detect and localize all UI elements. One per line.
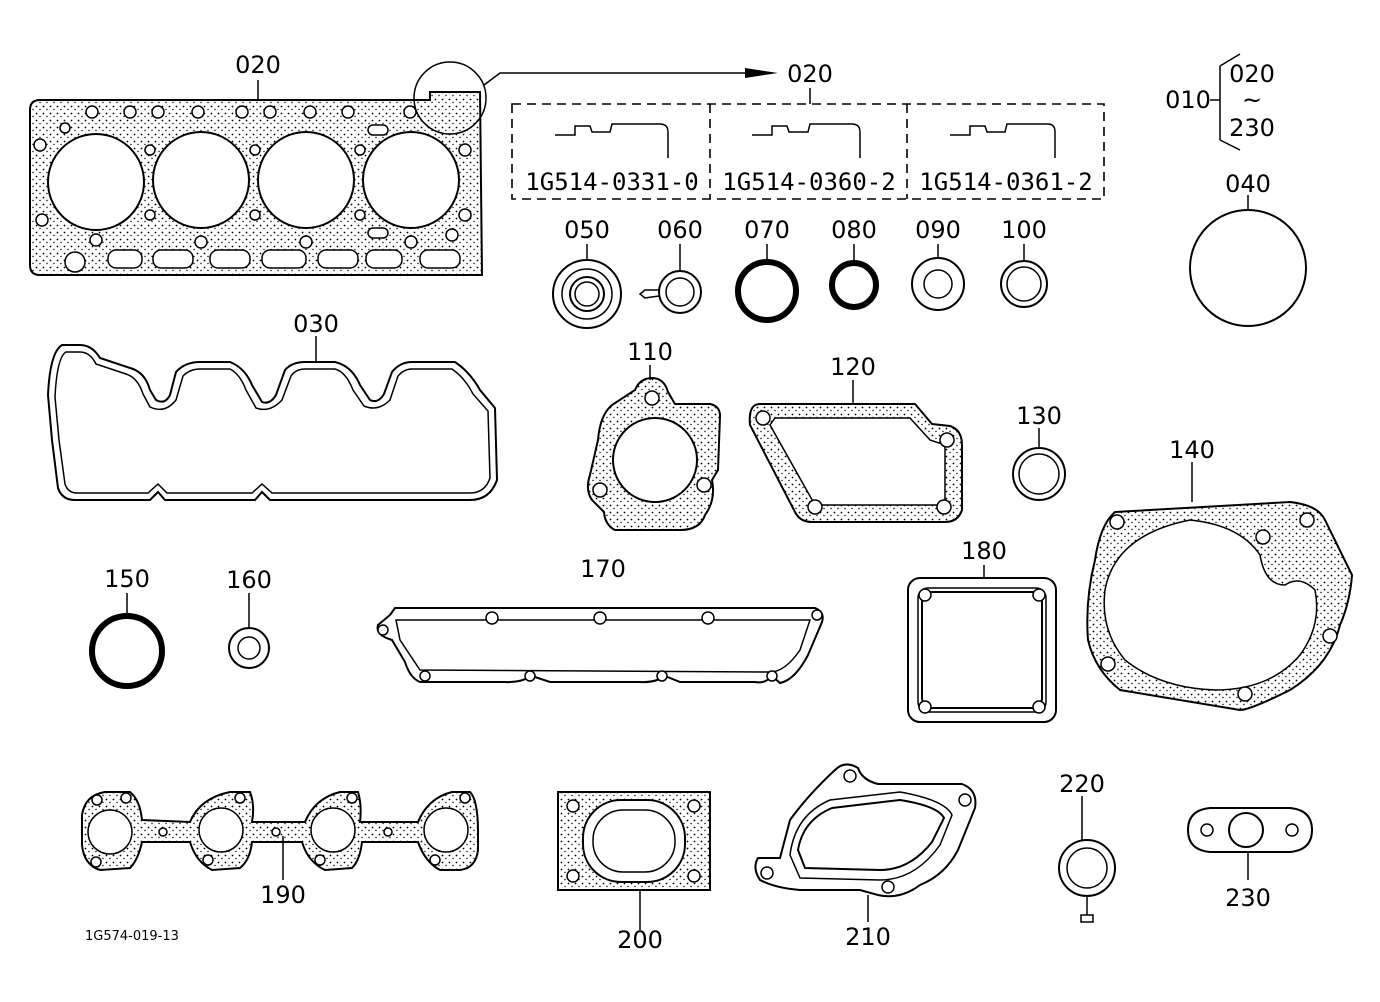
label-180: 180 [961, 537, 1007, 565]
seal-050 [552, 244, 622, 329]
label-190: 190 [260, 881, 306, 909]
washer-160 [228, 593, 270, 669]
label-060: 060 [657, 216, 703, 244]
gasket-170 [376, 607, 824, 685]
label-160: 160 [226, 566, 272, 594]
o-ring-070 [735, 244, 799, 323]
cylinder-head-gasket [29, 91, 484, 276]
label-010: 010 [1165, 86, 1211, 114]
label-020: 020 [235, 51, 281, 79]
gasket-180 [907, 565, 1057, 723]
label-140: 140 [1169, 436, 1215, 464]
variant-boxes [511, 88, 1105, 200]
detail-arrow-head [745, 68, 778, 78]
label-050: 050 [564, 216, 610, 244]
part-number-1: 1G514-0331-0 [525, 168, 698, 196]
label-200: 200 [617, 926, 663, 954]
washer-100 [1000, 244, 1048, 308]
label-100: 100 [1001, 216, 1047, 244]
washer-090 [911, 244, 965, 311]
range-tilde: ~ [1242, 86, 1262, 114]
range-to: 230 [1229, 114, 1275, 142]
label-070: 070 [744, 216, 790, 244]
label-230: 230 [1225, 884, 1271, 912]
label-130: 130 [1016, 402, 1062, 430]
rocker-cover-gasket-030 [46, 336, 499, 501]
drawing-code: 1G574-019-13 [85, 929, 179, 944]
gasket-120 [748, 380, 963, 523]
gasket-110 [586, 365, 722, 531]
label-170: 170 [580, 555, 626, 583]
label-120: 120 [830, 353, 876, 381]
gasket-230 [1186, 807, 1314, 880]
gasket-190 [81, 791, 479, 880]
gasket-210 [754, 763, 977, 922]
range-bracket: 010 020 ~ 230 [1165, 53, 1275, 151]
range-from: 020 [1229, 60, 1275, 88]
o-ring-040 [1189, 209, 1307, 327]
label-090: 090 [915, 216, 961, 244]
label-220: 220 [1059, 770, 1105, 798]
washer-220 [1058, 796, 1116, 923]
seal-060 [638, 244, 702, 314]
part-number-3: 1G514-0361-2 [919, 168, 1092, 196]
detail-circle [413, 61, 487, 135]
label-030: 030 [293, 310, 339, 338]
gasket-200 [557, 791, 711, 930]
o-ring-080 [829, 244, 879, 310]
detail-arrow-line [483, 72, 750, 86]
label-080: 080 [831, 216, 877, 244]
label-150: 150 [104, 565, 150, 593]
label-040: 040 [1225, 170, 1271, 198]
label-110: 110 [627, 338, 673, 366]
o-ring-150 [89, 593, 165, 689]
part-number-2: 1G514-0360-2 [722, 168, 895, 196]
washer-130 [1012, 428, 1066, 501]
label-210: 210 [845, 923, 891, 951]
label-020-detail: 020 [787, 60, 833, 88]
gasket-140 [1086, 462, 1354, 712]
